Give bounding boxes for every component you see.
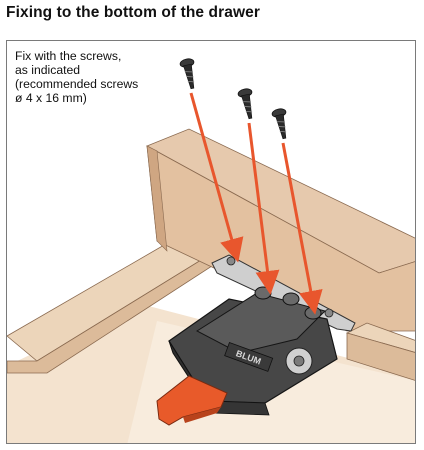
instruction-line-3: (recommended screws [15, 77, 139, 91]
device-screw-eyelet-2 [282, 292, 300, 306]
illustration-panel: BLUM [6, 40, 416, 444]
drawer-right-rail-front [346, 332, 415, 381]
arrow-screw-2 [247, 122, 280, 295]
adjustment-wheel-hub [293, 355, 305, 367]
screw-3 [271, 108, 287, 140]
instruction-line-2: as indicated [15, 63, 81, 77]
arrow-screw-1 [189, 92, 244, 263]
screw-2 [237, 88, 253, 120]
drawer-fixing-illustration: BLUM [7, 58, 415, 443]
screw-1 [179, 58, 195, 90]
device-screw-eyelet-3 [304, 306, 322, 320]
bracket-screw-hole-right [324, 308, 334, 318]
instruction-text: Fix with the screws, as indicated (recom… [15, 49, 138, 105]
device-screw-eyelet-1 [254, 286, 272, 300]
instruction-line-1: Fix with the screws, [15, 49, 122, 63]
arrow-screw-3 [281, 142, 323, 315]
brand-plate: BLUM [224, 341, 274, 372]
drawer-back-panel-side [146, 145, 168, 252]
release-lever-grip [183, 407, 221, 423]
bracket-screw-hole-left [226, 256, 236, 266]
instruction-line-4: ø 4 x 16 mm) [15, 91, 87, 105]
page-title: Fixing to the bottom of the drawer [6, 4, 260, 21]
